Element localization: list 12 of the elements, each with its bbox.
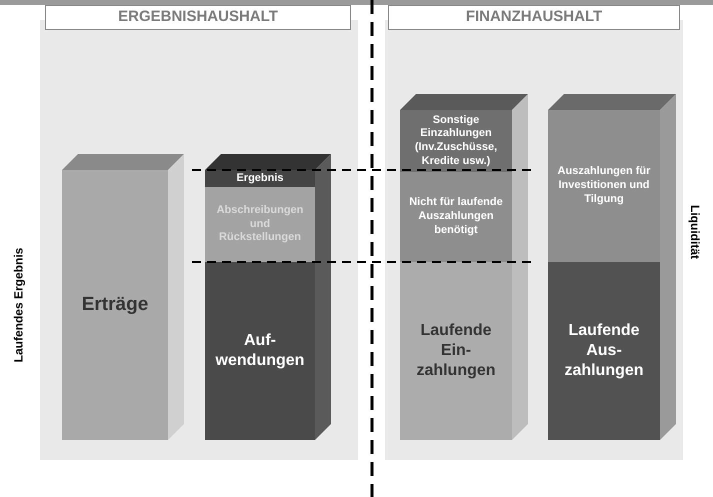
bar-segment: Erträge	[62, 170, 168, 440]
header-box: ERGEBNISHAUSHALT	[45, 5, 351, 30]
bar-segment: Auszahlungen für Investitionen und Tilgung	[548, 110, 660, 262]
bar-segment: Laufende Ein- zahlungen	[400, 262, 512, 440]
bar-segment: Auf- wendungen	[205, 262, 315, 440]
bar-segment: Ergebnis	[205, 170, 315, 187]
axis-label: Liquidität	[688, 205, 702, 259]
axis-label: Laufendes Ergebnis	[10, 248, 25, 362]
bar-segment: Sonstige Einzahlungen (Inv.Zuschüsse, Kredite usw.)	[400, 110, 512, 172]
bar-segment: Laufende Aus- zahlungen	[548, 262, 660, 440]
bar-segment: Nicht für laufende Auszahlungen benötigt	[400, 172, 512, 262]
header-box: FINANZHAUSHALT	[388, 5, 680, 30]
